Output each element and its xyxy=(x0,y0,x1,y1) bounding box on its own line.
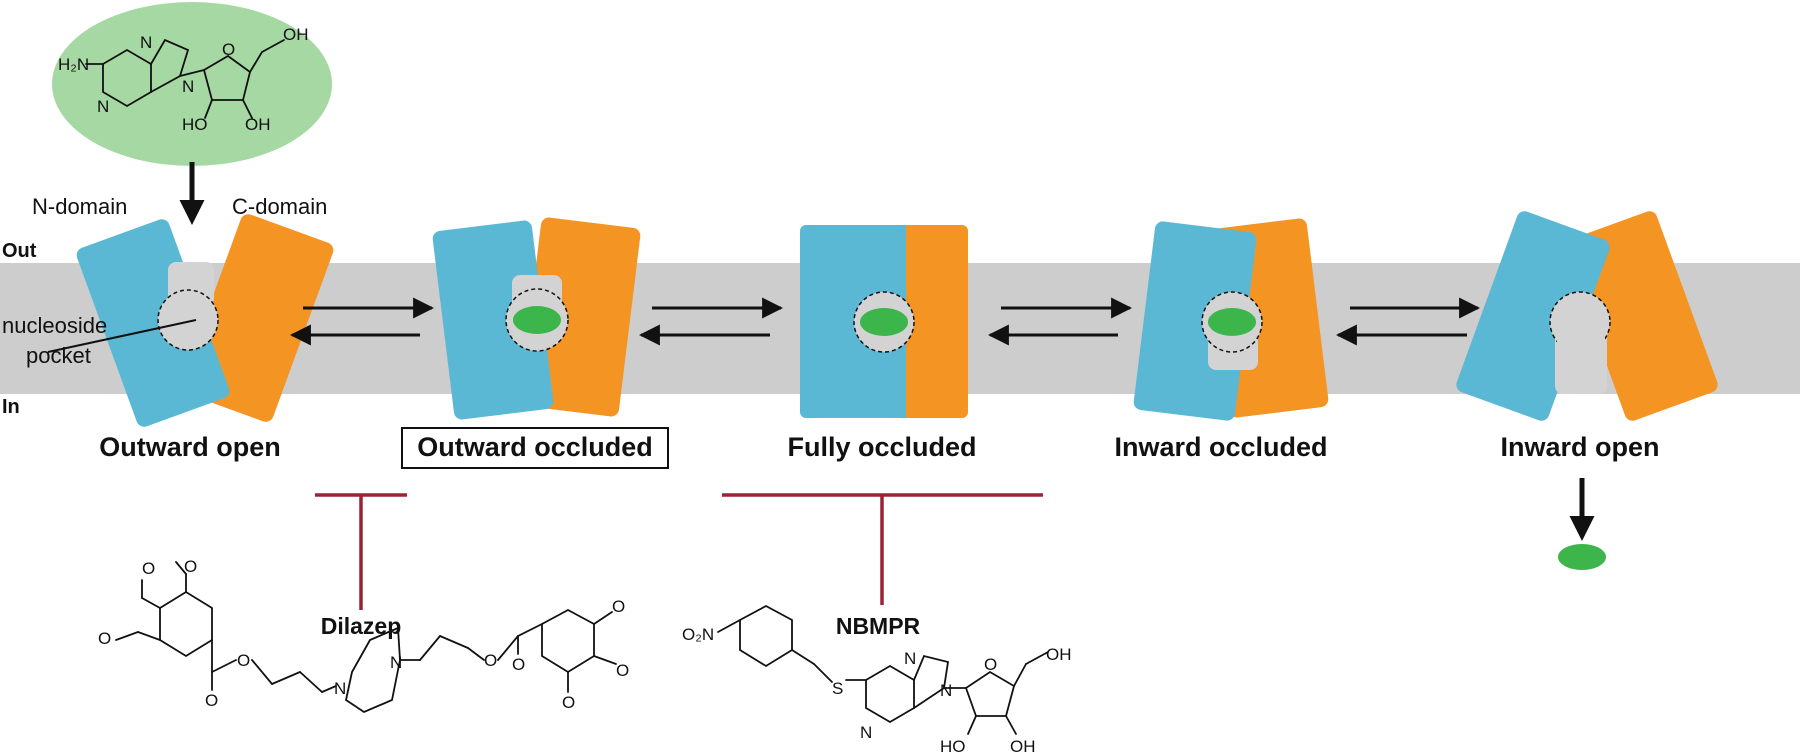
nbmpr-n1: N xyxy=(860,723,872,742)
n-domain-block xyxy=(1456,211,1610,421)
adenosine-2oh: HO xyxy=(182,115,208,134)
adenosine-n1: N xyxy=(97,97,109,116)
state-label-box xyxy=(401,427,669,469)
bound-nucleoside xyxy=(860,308,908,336)
adenosine-substrate: H₂N N N N O OH HO OH xyxy=(52,2,332,166)
adenosine-ring-o: O xyxy=(222,40,235,59)
state-label-fully-occluded: Fully occluded xyxy=(787,432,976,462)
nbmpr-structure: O₂N S N N N O OH HO OH xyxy=(682,604,1072,756)
dilazep-o: O xyxy=(142,559,155,578)
c-domain-block xyxy=(519,217,641,417)
nbmpr-inhibition-bar xyxy=(722,493,1043,605)
dilazep-n: N xyxy=(390,653,402,672)
n-domain-block xyxy=(432,220,554,420)
dilazep-o: O xyxy=(237,651,250,670)
dilazep-o: O xyxy=(205,691,218,710)
state-fully-occluded xyxy=(800,225,968,418)
nbmpr-label: NBMPR xyxy=(836,613,921,639)
state-label-outward-open: Outward open xyxy=(99,432,281,462)
released-nucleoside xyxy=(1558,544,1606,570)
dilazep-o: O xyxy=(512,655,525,674)
nbmpr-2oh: HO xyxy=(940,737,966,756)
state-inward-occluded xyxy=(1133,218,1329,421)
state-label-inward-open: Inward open xyxy=(1500,432,1659,462)
adenosine-3oh: OH xyxy=(245,115,271,134)
dilazep-structure: O O O O O N N O O O O O xyxy=(98,557,629,714)
n-domain-block xyxy=(76,219,230,427)
out-label: Out xyxy=(2,240,37,262)
bound-nucleoside xyxy=(1208,308,1256,336)
n-domain-label: N-domain xyxy=(32,194,127,219)
state-label-inward-occluded: Inward occluded xyxy=(1114,432,1327,462)
dilazep-o: O xyxy=(484,651,497,670)
state-inward-open xyxy=(1456,211,1718,421)
dilazep-o: O xyxy=(98,629,111,648)
pocket-channel-cover xyxy=(1557,326,1605,356)
state-label-outward-occluded: Outward occluded xyxy=(417,432,653,462)
nbmpr-3oh: OH xyxy=(1010,737,1036,756)
dilazep-o: O xyxy=(616,661,629,680)
nucleoside-pocket xyxy=(157,289,219,351)
dilazep-label: Dilazep xyxy=(321,613,402,639)
bound-nucleoside xyxy=(513,306,561,334)
adenosine-n9: N xyxy=(182,77,194,96)
dilazep-o: O xyxy=(184,557,197,576)
nbmpr-s: S xyxy=(832,679,843,698)
adenosine-h2n: H₂N xyxy=(58,55,89,74)
substrate-bubble xyxy=(52,2,332,166)
nbmpr-n9: N xyxy=(940,681,952,700)
adenosine-5oh: OH xyxy=(283,25,309,44)
equilibrium-arrows xyxy=(289,297,1481,346)
dilazep-n: N xyxy=(334,679,346,698)
nbmpr-n7: N xyxy=(904,649,916,668)
pocket-pointer-line xyxy=(47,319,197,353)
in-label: In xyxy=(2,396,20,418)
dilazep-o: O xyxy=(612,597,625,616)
nbmpr-ring-o: O xyxy=(984,655,997,674)
state-outward-occluded xyxy=(432,217,641,420)
n-domain-block xyxy=(1133,221,1257,421)
dilazep-inhibition-bar xyxy=(315,493,407,610)
nbmpr-o2n: O₂N xyxy=(682,625,714,644)
adenosine-n7: N xyxy=(140,33,152,52)
nbmpr-5oh: OH xyxy=(1046,645,1072,664)
dilazep-o: O xyxy=(562,693,575,712)
